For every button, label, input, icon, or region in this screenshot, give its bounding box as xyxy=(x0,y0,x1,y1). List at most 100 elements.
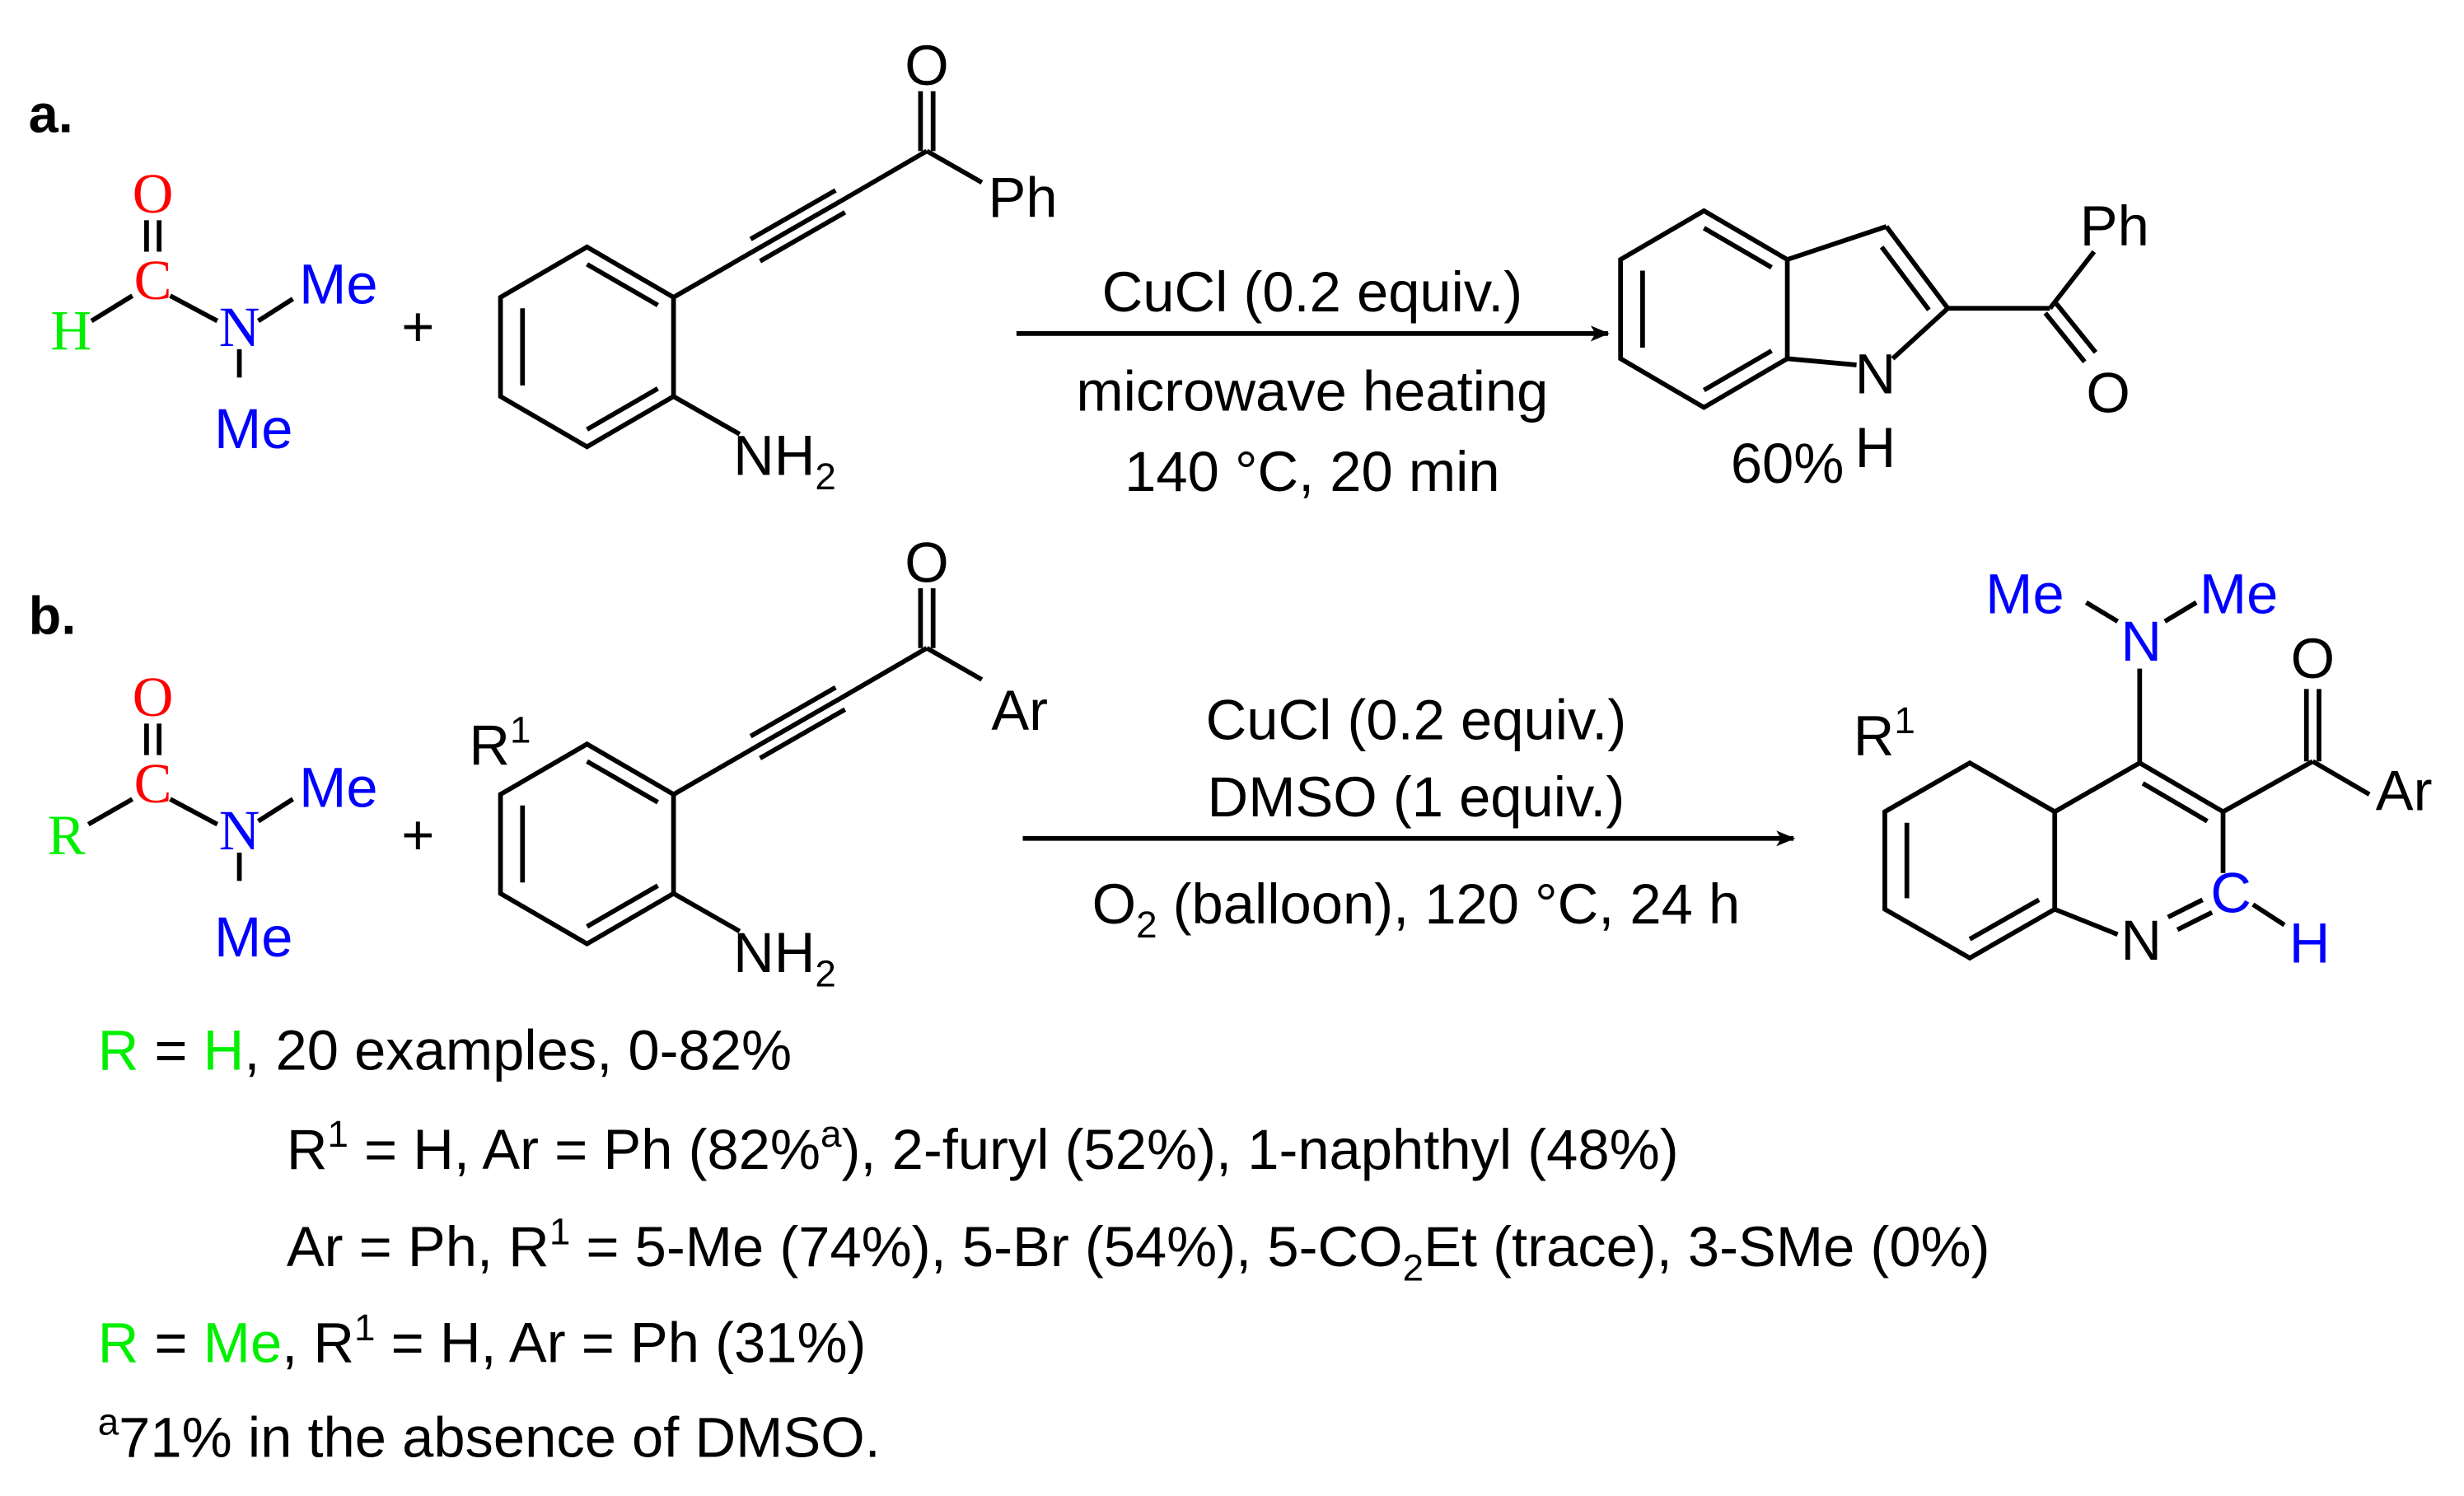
conditions-a-heating: microwave heating xyxy=(1076,359,1548,423)
indole-nitrogen: N xyxy=(1855,342,1896,405)
quinoline-product-structure: Me Me N O Ar R1 N C H xyxy=(1854,563,2433,975)
scheme-a-label: a. xyxy=(29,83,73,143)
amide-b-methyl-bottom: Me xyxy=(214,905,292,969)
quinoline-ketone-oxygen: O xyxy=(2291,627,2335,690)
quinoline-me-right: Me xyxy=(2200,563,2278,626)
pyrrole-n-c7a xyxy=(1787,356,1857,367)
conditions-a-catalyst: CuCl (0.2 equiv.) xyxy=(1102,260,1523,324)
quinoline-bonds xyxy=(1882,600,2371,961)
alkyne-b-5 xyxy=(839,646,928,701)
pyrrole-c3a-c3 xyxy=(1786,224,1887,262)
quinoline-c2-hydrogen: H xyxy=(2289,912,2331,975)
alkynylaniline-b-oxygen: O xyxy=(905,531,948,595)
dmf-a-carbon: C xyxy=(134,249,172,311)
alkynylaniline-a-amine: NH2 xyxy=(733,424,836,498)
pyrrole-c2-n xyxy=(1891,306,1950,361)
indole-yield: 60% xyxy=(1731,432,1844,495)
nme2-left xyxy=(2084,600,2120,624)
amide-b-bonds xyxy=(86,723,295,881)
ketone-co-2 xyxy=(2054,302,2098,354)
footnote-line-5: a71% in the absence of DMSO. xyxy=(98,1401,881,1470)
conditions-b-atmosphere: O2 (balloon), 120 °C, 24 h xyxy=(1092,872,1741,946)
nme2-right xyxy=(2163,600,2198,624)
aniline-a-bond xyxy=(672,394,741,437)
benzene-a-inner-2 xyxy=(586,262,659,307)
dmf-a-nme-bond xyxy=(256,297,295,323)
conditions-b-dmso: DMSO (1 equiv.) xyxy=(1208,765,1625,829)
amide-b-carbon: C xyxy=(134,752,172,815)
dmf-a-methyl-bottom: Me xyxy=(214,397,292,460)
amide-b-nme-bond xyxy=(256,797,295,824)
quinoline-ch-bond xyxy=(2251,902,2286,928)
benzene-ring-b xyxy=(498,741,676,947)
alkynylaniline-a-bonds xyxy=(498,91,984,450)
carbonyl-b-ar-bond xyxy=(925,646,984,682)
dmf-a-ch-bond xyxy=(90,293,134,323)
benzene-ring-a xyxy=(498,244,676,450)
aniline-b-bond xyxy=(672,891,741,933)
amide-b-cn-bond xyxy=(169,797,219,827)
alkyne-b-3 xyxy=(749,685,837,739)
pyrrole-c3-c2 xyxy=(1884,225,1950,310)
alkynylaniline-b-structure: O Ar R1 NH2 xyxy=(469,531,1048,995)
dmf-a-bonds xyxy=(90,220,295,378)
conditions-a-temperature: 140 °C, 20 min xyxy=(1124,440,1499,503)
indole-benzene-ring xyxy=(1618,208,1790,410)
indole-product-structure: Ph O N H 60% xyxy=(1618,194,2149,495)
quinoline-n-c8a xyxy=(2054,907,2119,937)
indole-ketone-oxygen: O xyxy=(2086,361,2130,424)
indole-inner-3 xyxy=(1702,348,1773,393)
amide-b-cr-bond xyxy=(86,797,134,827)
pyrrole-c3-c2-inner xyxy=(1879,245,1931,311)
dmf-a-methyl-top: Me xyxy=(299,253,377,316)
alkyne-a-3 xyxy=(749,188,837,241)
indole-nh-hydrogen: H xyxy=(1855,416,1896,479)
alkynylaniline-b-bonds xyxy=(498,588,984,947)
amide-b-oxygen: O xyxy=(133,666,174,728)
ketone-c-ph xyxy=(2048,250,2097,311)
alkynylaniline-b-r1: R1 xyxy=(469,708,531,777)
quinoline-ring-nitrogen: N xyxy=(2120,909,2162,972)
carbonyl-a-ph-bond xyxy=(925,148,984,185)
quinoline-ketone-ar xyxy=(2311,759,2371,797)
footnote-line-4: R = Me, R1 = H, Ar = Ph (31%) xyxy=(98,1307,867,1375)
quinoline-benzo-ring xyxy=(1882,760,2058,961)
quinoline-aryl: Ar xyxy=(2376,759,2433,822)
indole-inner-2 xyxy=(1702,226,1773,270)
alkynylaniline-b-aryl: Ar xyxy=(991,679,1048,742)
scheme-b-label: b. xyxy=(29,586,77,646)
alkyne-a-1 xyxy=(672,248,757,300)
indole-bonds xyxy=(1618,208,2098,410)
amide-b-methyl-top: Me xyxy=(299,756,377,820)
dmf-a-structure: O C H N Me Me xyxy=(50,162,377,460)
alkynylaniline-a-structure: O Ph NH2 xyxy=(498,34,1058,498)
benzene-b-inner-3 xyxy=(586,883,659,929)
alkyne-b-2 xyxy=(754,696,842,750)
amide-b-r-group: R xyxy=(48,804,86,867)
alkyne-a-5 xyxy=(839,148,928,203)
quinoline-me-left: Me xyxy=(1985,563,2064,626)
ketone-co-1 xyxy=(2043,311,2087,363)
benzene-b-inner-2 xyxy=(586,759,659,805)
indole-ph: Ph xyxy=(2080,194,2149,258)
amide-b-nitrogen: N xyxy=(219,799,260,862)
benzene-a-inner-3 xyxy=(586,386,659,432)
quinoline-c2-n-inner xyxy=(2176,909,2214,933)
alkynylaniline-a-oxygen: O xyxy=(905,34,948,97)
quinoline-c2-n xyxy=(2167,897,2204,919)
dmf-a-oxygen: O xyxy=(133,162,174,225)
conditions-b-catalyst: CuCl (0.2 equiv.) xyxy=(1206,688,1627,751)
alkyne-a-4 xyxy=(759,210,847,264)
quinoline-c2-carbon: C xyxy=(2210,862,2251,925)
dmf-a-cn-bond xyxy=(169,293,219,324)
alkyne-a-2 xyxy=(754,199,842,253)
footnote-line-2: R1 = H, Ar = Ph (82%a), 2-furyl (52%), 1… xyxy=(287,1113,1679,1181)
quinoline-r1: R1 xyxy=(1854,699,1915,768)
alkyne-b-4 xyxy=(759,707,847,760)
quinoline-c4-c3-inner xyxy=(2141,781,2209,824)
footnote-line-3: Ar = Ph, R1 = 5-Me (74%), 5-Br (54%), 5-… xyxy=(287,1210,1990,1288)
amide-b-structure: O C R N Me Me xyxy=(48,666,378,969)
alkynylaniline-b-amine: NH2 xyxy=(733,921,836,994)
quinoline-inner-2 xyxy=(1968,897,2041,942)
alkynylaniline-a-phenyl: Ph xyxy=(989,166,1058,230)
